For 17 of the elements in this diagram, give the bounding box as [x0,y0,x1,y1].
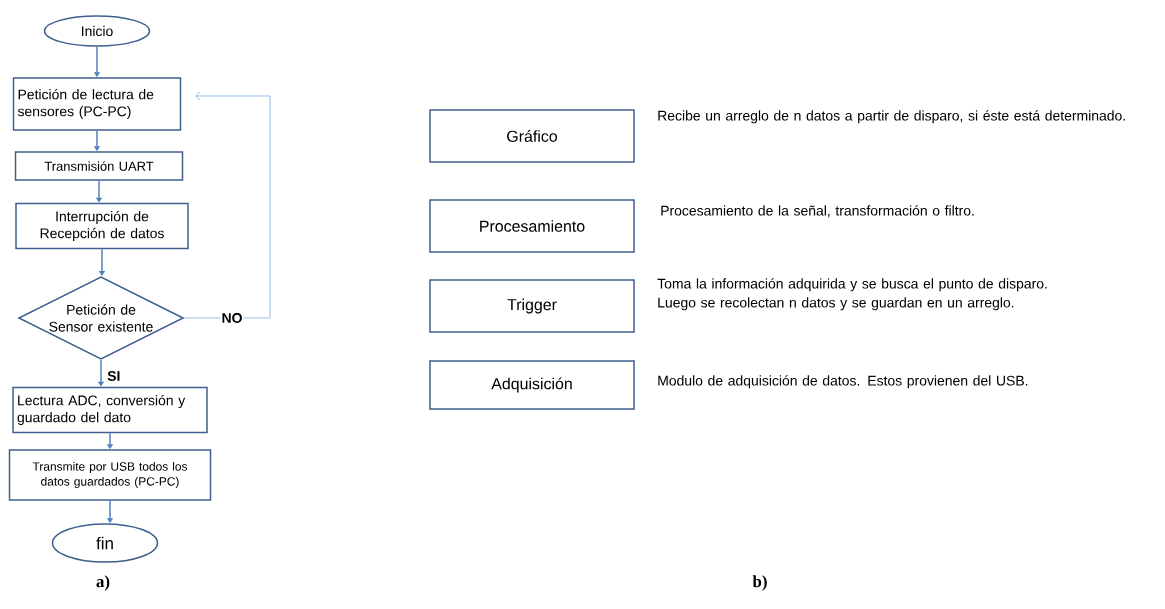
description-text: Modulo de adquisición de datos. Estos provienen del USB. [658,375,1028,389]
process-box: Transmisión UART [14,151,184,181]
process-box: Procesamiento [429,199,635,253]
process-box: Adquisición [429,360,635,410]
process-box: Interrupción de Recepción de datos [15,202,189,250]
description-text: Recibe un arreglo de n datos a partir de disparo, si éste está determinado. [658,110,1125,124]
process-box: Petición de lectura de sensores (PC-PC) [12,77,182,131]
edge-label: SI [106,370,122,382]
arrow [183,91,271,319]
process-box: Lectura ADC, conversión y guardado del dato [12,386,208,434]
process-box: Gráfico [429,109,635,163]
edge-label: NO [220,312,244,324]
panel-label: b) [752,575,767,591]
description-text: Toma la información adquirida y se busca el punto de disparo. Luego se recolectan n datos y se guardan en un arreglo. [657,278,1047,311]
process-box: Trigger [429,279,635,333]
process-box: Transmite por USB todos los datos guardados (PC-PC) [8,449,212,501]
description-text: Procesamiento de la señal, transformación o filtro. [661,205,974,218]
